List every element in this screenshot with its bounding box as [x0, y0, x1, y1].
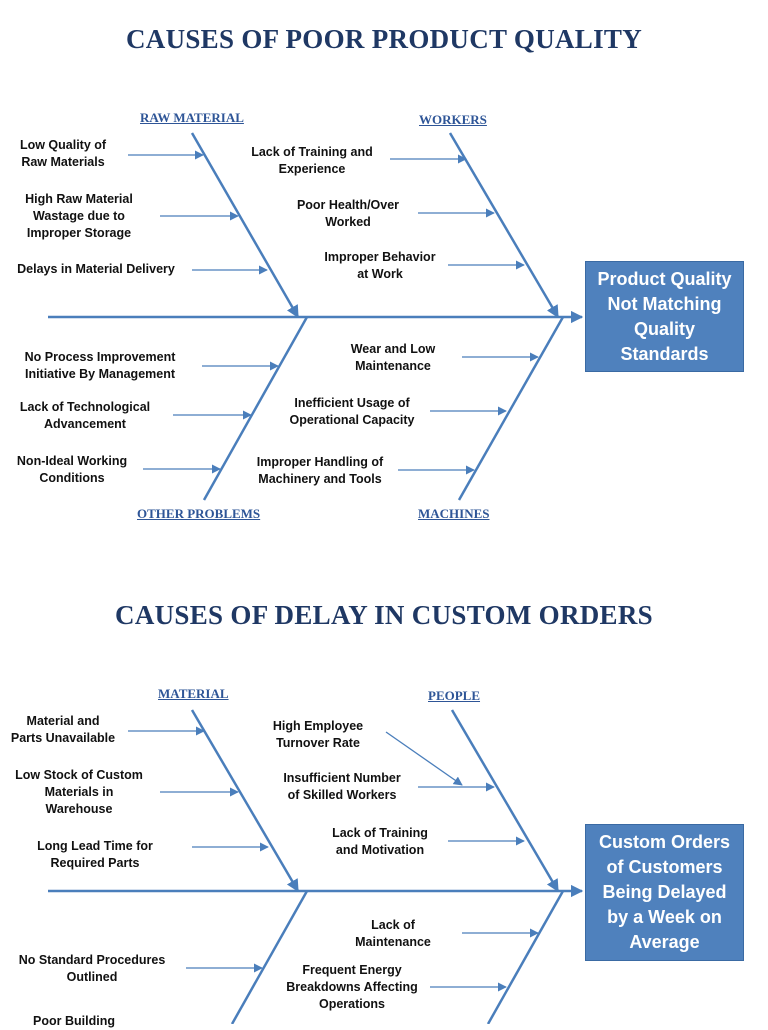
bone-workers: [448, 132, 560, 319]
category-material: MATERIAL: [158, 686, 229, 701]
cause-label: Poor Building: [33, 1014, 115, 1028]
category-people: PEOPLE: [428, 688, 481, 703]
cause-label: Long Lead Time for Required Parts: [37, 839, 153, 870]
cause-label: High Employee Turnover Rate: [272, 719, 364, 750]
cause-label: Lack of Technological Advancement: [19, 400, 151, 431]
cause-label: Improper Handling of Machinery and Tools: [256, 455, 384, 486]
effect-box: Custom Orders of Customers Being Delayed…: [585, 824, 744, 961]
cause-label: Poor Health/Over Worked: [296, 198, 400, 229]
cause-label: Improper Behavior at Work: [324, 250, 436, 281]
cause-label: Wear and Low Maintenance: [350, 342, 436, 373]
bone-raw-material: [190, 132, 300, 319]
cause-label: No Standard Procedures Outlined: [18, 953, 166, 984]
category-workers: WORKERS: [419, 112, 487, 127]
bone-machines: [457, 316, 565, 501]
effect-box: Product Quality Not Matching Quality Sta…: [585, 261, 744, 372]
cause-label: Non-Ideal Working Conditions: [16, 454, 128, 485]
cause-label: Lack of Maintenance: [355, 918, 431, 949]
bone-material: [190, 709, 300, 893]
bone-people: [450, 709, 560, 893]
bone-lower-right: [486, 890, 565, 1024]
cause-label: Lack of Training and Experience: [251, 145, 373, 176]
cause-label: No Process Improvement Initiative By Man…: [24, 350, 176, 381]
cause-label: Delays in Material Delivery: [17, 262, 175, 276]
diagram-title: CAUSES OF POOR PRODUCT QUALITY: [125, 24, 643, 54]
cause-label: High Raw Material Wastage due to Imprope…: [25, 192, 133, 240]
bone-other-problems: [202, 316, 309, 501]
cause-label: Insufficient Number of Skilled Workers: [283, 771, 401, 802]
category-raw-material: RAW MATERIAL: [140, 110, 244, 125]
cause-label: Low Stock of Custom Materials in Warehou…: [15, 768, 143, 816]
cause-label: Low Quality of Raw Materials: [19, 138, 107, 169]
cause-arrow: [385, 731, 463, 786]
category-machines: MACHINES: [418, 506, 490, 521]
category-other-problems: OTHER PROBLEMS: [137, 506, 261, 521]
cause-label: Frequent Energy Breakdowns Affecting Ope…: [286, 963, 418, 1011]
bone-lower-left: [230, 890, 309, 1024]
cause-label: Lack of Training and Motivation: [332, 826, 428, 857]
cause-label: Inefficient Usage of Operational Capacit…: [289, 396, 415, 427]
diagram-title: CAUSES OF DELAY IN CUSTOM ORDERS: [115, 600, 653, 630]
cause-label: Material and Parts Unavailable: [10, 714, 116, 745]
